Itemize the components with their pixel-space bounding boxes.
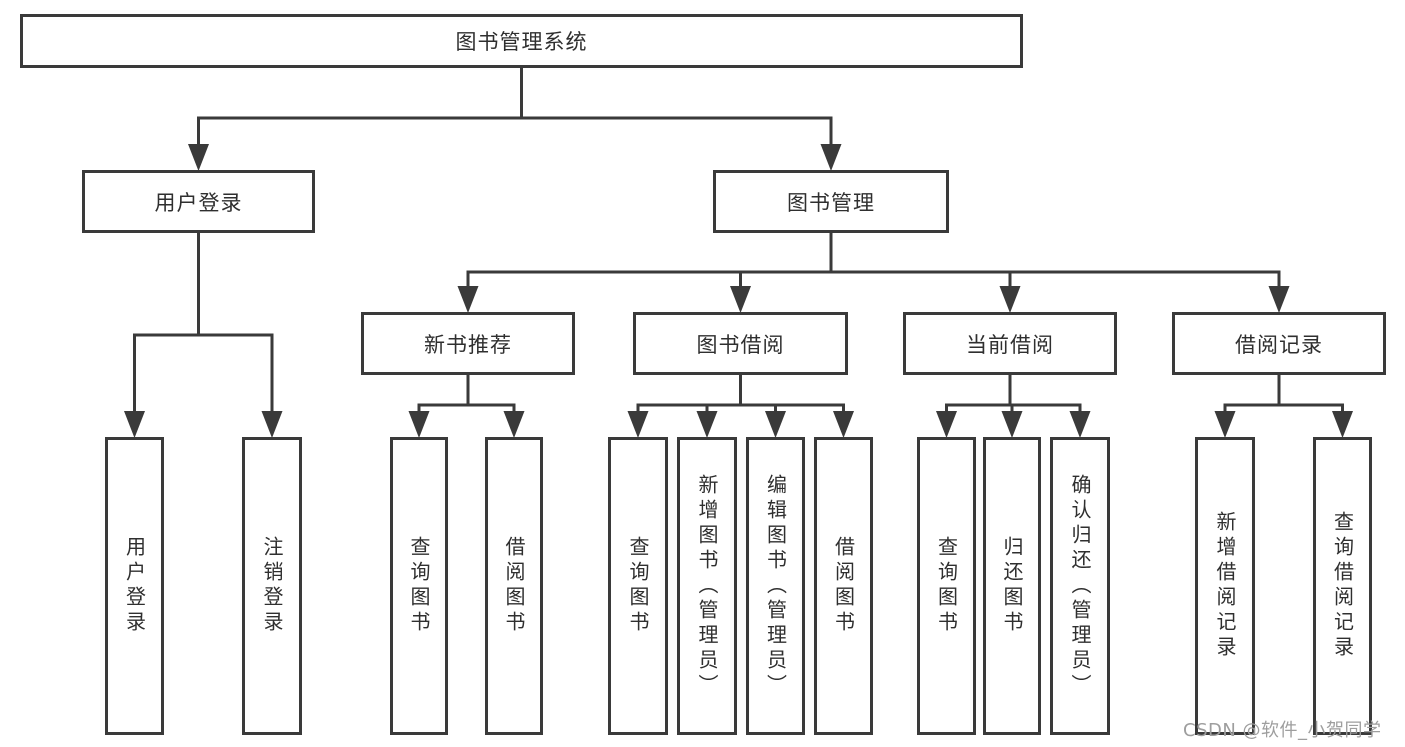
node-user-login-leaf: 用户登录 [105, 437, 164, 735]
node-label: 用户登录 [122, 536, 147, 636]
node-label: 新增图书（管理员） [695, 473, 719, 699]
node-label: 归还图书 [1000, 536, 1024, 636]
node-label: 图书管理系统 [455, 30, 588, 54]
node-label: 注销登录 [260, 536, 284, 636]
node-current-borrowing: 当前借阅 [903, 312, 1117, 375]
node-book-management: 图书管理 [713, 170, 949, 233]
node-new-book-recommend: 新书推荐 [361, 312, 575, 375]
node-book-borrowing: 图书借阅 [633, 312, 848, 375]
node-add-book-admin: 新增图书（管理员） [677, 437, 737, 735]
node-label: 图书借阅 [696, 332, 785, 357]
node-label: 图书管理 [787, 190, 875, 215]
node-label: 借阅图书 [831, 536, 856, 636]
node-label: 借阅图书 [502, 536, 526, 636]
csdn-watermark: CSDN @软件_小贺同学 [1183, 720, 1382, 741]
node-label: 新增借阅记录 [1213, 511, 1237, 661]
node-label: 查询图书 [626, 536, 650, 636]
node-logout-leaf: 注销登录 [242, 437, 302, 735]
node-borrow-records: 借阅记录 [1172, 312, 1386, 375]
node-label: 编辑图书（管理员） [763, 473, 788, 699]
node-confirm-return-admin: 确认归还（管理员） [1050, 437, 1110, 735]
node-label: 查询图书 [934, 536, 959, 636]
node-label: 用户登录 [154, 190, 243, 215]
node-user-login: 用户登录 [82, 170, 315, 233]
node-library-management-system: 图书管理系统 [20, 14, 1023, 68]
node-query-book-recommend: 查询图书 [390, 437, 448, 735]
node-label: 新书推荐 [424, 332, 512, 357]
node-query-book-borrowing: 查询图书 [608, 437, 668, 735]
node-return-book: 归还图书 [983, 437, 1041, 735]
node-label: 查询图书 [407, 536, 431, 636]
node-label: 借阅记录 [1235, 332, 1323, 357]
node-add-borrow-record: 新增借阅记录 [1195, 437, 1255, 735]
node-edit-book-admin: 编辑图书（管理员） [746, 437, 805, 735]
node-label: 当前借阅 [966, 332, 1054, 357]
node-borrow-book-recommend: 借阅图书 [485, 437, 543, 735]
node-query-borrow-record: 查询借阅记录 [1313, 437, 1372, 735]
node-label: 确认归还（管理员） [1068, 473, 1092, 699]
node-borrow-book: 借阅图书 [814, 437, 873, 735]
node-query-book-current: 查询图书 [917, 437, 976, 735]
node-label: 查询借阅记录 [1330, 511, 1355, 661]
